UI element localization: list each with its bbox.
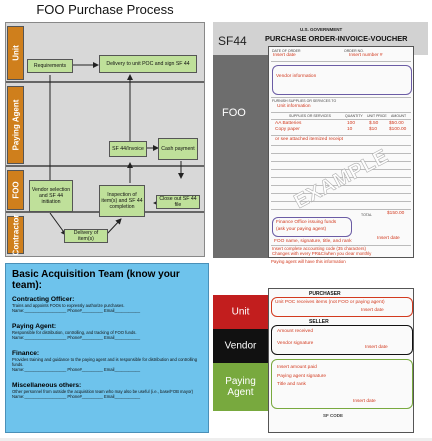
finance-oval — [272, 217, 352, 237]
vendor-signature: Vendor signature — [277, 341, 314, 346]
team-title: Basic Acquisition Team (know your team): — [12, 269, 180, 291]
sf44-form-title: PURCHASE ORDER-INVOICE-VOUCHER — [265, 34, 408, 43]
col-quantity: QUANTITY — [345, 114, 363, 118]
team-desc-contracting: Trains and appoints FOOs to expressly au… — [12, 303, 125, 308]
page-shadow — [0, 438, 432, 441]
box-delivery-items: Delivery of item(s) — [64, 229, 108, 243]
team-heading-misc: Miscellaneous others: — [12, 381, 82, 389]
paying-agent-oval — [271, 359, 413, 409]
box-vendor-selection: Vendor selection and SF 44 initiation — [29, 180, 73, 212]
foo-side-label: FOO — [222, 107, 246, 119]
col-supplies: SUPPLIES OR SERVICES — [289, 114, 331, 118]
insert-number: Insert number # — [349, 53, 383, 58]
box-requirements: Requirements — [27, 59, 73, 73]
sf44-gov: U.S. GOVERNMENT — [300, 27, 343, 32]
vendor-insert-date: Insert date — [365, 345, 388, 350]
team-desc-paying-agent: Responsible for distribution, controllin… — [12, 329, 137, 335]
team-heading-paying-agent: Paying Agent: — [12, 322, 57, 330]
vendor-oval — [272, 65, 412, 95]
vendor-label: Vendor — [224, 340, 257, 352]
team-fields-paying-agent: Name:__________________ Phone#_________ … — [12, 335, 141, 341]
accounting-code: Insert complete accounting code (35 char… — [272, 246, 366, 251]
team-desc-misc: Other personnel from outside the acquisi… — [12, 388, 194, 394]
lane-unit: Unit — [6, 23, 204, 83]
team-fields-misc: Name:__________________ Phone#_________ … — [12, 394, 141, 400]
row-1-price: $.50 — [369, 121, 379, 126]
changes-note: Changes with every PR&C/when you clear m… — [272, 251, 372, 256]
row-2-price: $10 — [369, 127, 378, 132]
paying-agent-stripe: Paying Agent — [213, 363, 268, 411]
seller-cap: SELLER — [309, 319, 329, 325]
process-arrows — [47, 62, 184, 236]
insert-amount: Insert amount paid — [277, 365, 317, 370]
sf44-label: SF44 — [218, 34, 247, 48]
unit-information: Unit information — [277, 104, 311, 109]
row-2-amount: $100.00 — [389, 127, 407, 132]
box-sf44-invoice: SF 44/Invoice — [109, 141, 147, 157]
col-amount: AMOUNT — [391, 114, 407, 118]
amount-received: Amount received — [277, 329, 313, 334]
row-1-qty: 100 — [347, 121, 356, 126]
insert-date: Insert date — [273, 53, 296, 58]
box-delivery-to-unit: Delivery to unit POC and sign SF 44 — [99, 55, 197, 73]
lane-label-foo: FOO — [7, 170, 24, 210]
cap-unit: FURNISH SUPPLIES OR SERVICES TO — [272, 99, 337, 103]
team-heading-contracting: Contracting Officer: — [12, 296, 75, 303]
total-amount: $150.00 — [387, 211, 405, 216]
team-desc-finance: Provides training and guidance to the pa… — [12, 356, 198, 368]
finance-office: Finance Office issuing funds — [276, 220, 337, 225]
vendor-stripe: Vendor — [213, 329, 268, 363]
cap-date: DATE OF ORDER — [272, 49, 301, 53]
unit-oval — [271, 297, 413, 317]
team-fields-contracting: Name:__________________ Phone#_________ … — [12, 308, 141, 314]
paying-agent-info: Paying agent will have this information — [271, 259, 346, 264]
pa-insert-date: Insert date — [353, 399, 376, 404]
row-2-item: Copy paper — [275, 127, 300, 132]
process-diagram: Unit Paying Agent FOO Contractor Require… — [5, 22, 205, 257]
unit-poc: Unit POC receives items (not FOO or payi… — [275, 300, 385, 305]
vendor-oval-bottom — [271, 325, 413, 355]
sf44-side-band — [213, 55, 268, 258]
unit-insert-date: Insert date — [361, 308, 384, 313]
vendor-information: Vendor information — [276, 74, 317, 79]
foo-sign: FOO name, signature, title, and rank — [274, 239, 352, 244]
box-inspection: Inspection of item(s) and SF 44 completi… — [99, 185, 145, 217]
see-attached: or see attached itemized receipt — [275, 137, 343, 142]
lane-paying-agent: Paying Agent — [6, 83, 204, 167]
cap-total: TOTAL — [361, 213, 372, 217]
row-1-amount: $50.00 — [389, 121, 404, 126]
purchaser-cap: PURCHASER — [309, 291, 341, 297]
sf44-receipt-form: PURCHASER Unit POC receives items (not F… — [268, 288, 414, 433]
insert-date-2: Insert date — [377, 236, 400, 241]
row-2-qty: 10 — [347, 127, 353, 132]
lane-label-unit: Unit — [7, 26, 24, 80]
sf44-form: DATE OF ORDER ORDER NO. Insert date Inse… — [268, 46, 414, 258]
cap-order: ORDER NO. — [344, 49, 364, 53]
unit-label: Unit — [231, 306, 250, 318]
team-fields-finance: Name:__________________ Phone#_________ … — [12, 367, 141, 373]
acquisition-team-panel: Basic Acquisition Team (know your team):… — [5, 263, 209, 433]
box-close-out: Close out SF 44 file — [156, 195, 200, 209]
box-cash-payment: Cash payment — [158, 138, 198, 160]
team-heading-finance: Finance: — [12, 349, 40, 357]
lane-label-paying-agent: Paying Agent — [7, 86, 24, 164]
paying-agent-label: Paying Agent — [225, 376, 256, 398]
lane-label-contractor: Contractor — [7, 215, 24, 255]
unit-stripe: Unit — [213, 295, 268, 329]
col-unit-price: UNIT PRICE — [367, 114, 387, 118]
process-title: FOO Purchase Process — [36, 2, 174, 17]
form-code: SF CODE — [323, 413, 344, 418]
row-1-item: AA Batteries — [275, 121, 302, 126]
ask-paying-agent: (ask your paying agent) — [276, 227, 327, 232]
paying-agent-signature: Paying agent signature — [277, 374, 327, 379]
title-rank: Title and rank — [277, 382, 306, 387]
lane-contractor: Contractor — [6, 213, 204, 257]
